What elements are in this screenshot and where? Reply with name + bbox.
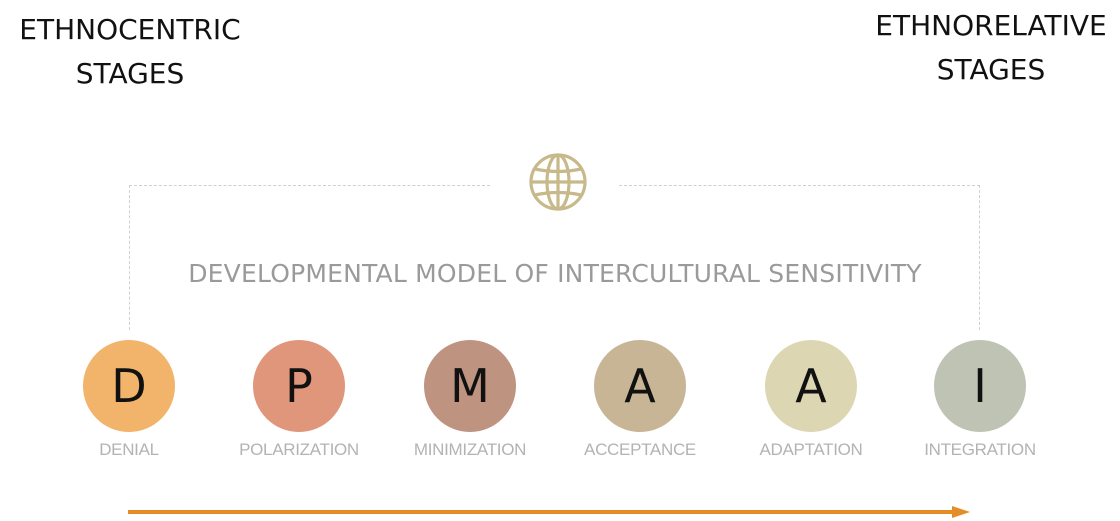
stage-label: MINIMIZATION	[413, 440, 527, 459]
ethnocentric-stages-title: ETHNOCENTRIC STAGES	[19, 13, 241, 90]
stage-minimization: M MINIMIZATION	[380, 340, 560, 460]
stage-acceptance: A ACCEPTANCE	[550, 340, 730, 460]
stage-circle: M	[424, 340, 516, 432]
stage-label: ACCEPTANCE	[584, 440, 696, 459]
bracket-top-left-line	[129, 185, 490, 186]
stage-label: INTEGRATION	[924, 440, 1036, 459]
stage-denial: D DENIAL	[39, 340, 219, 460]
stage-label: DENIAL	[99, 440, 159, 459]
stage-label: POLARIZATION	[239, 440, 359, 459]
stage-integration: I INTEGRATION	[890, 340, 1070, 460]
progress-arrow	[128, 506, 970, 518]
ethnorelative-stages-title: ETHNORELATIVE STAGES	[875, 9, 1107, 86]
stage-circle: D	[83, 340, 175, 432]
model-title: DEVELOPMENTAL MODEL OF INTERCULTURAL SEN…	[188, 259, 922, 288]
stage-circle: P	[253, 340, 345, 432]
globe-icon	[529, 153, 587, 211]
stage-circle: A	[594, 340, 686, 432]
stage-circle: I	[934, 340, 1026, 432]
stage-label: ADAPTATION	[759, 440, 863, 459]
stage-polarization: P POLARIZATION	[209, 340, 389, 460]
stage-circle: A	[765, 340, 857, 432]
stage-adaptation: A ADAPTATION	[721, 340, 901, 460]
bracket-right-line	[979, 185, 980, 330]
bracket-left-line	[129, 185, 130, 330]
bracket-top-right-line	[619, 185, 980, 186]
